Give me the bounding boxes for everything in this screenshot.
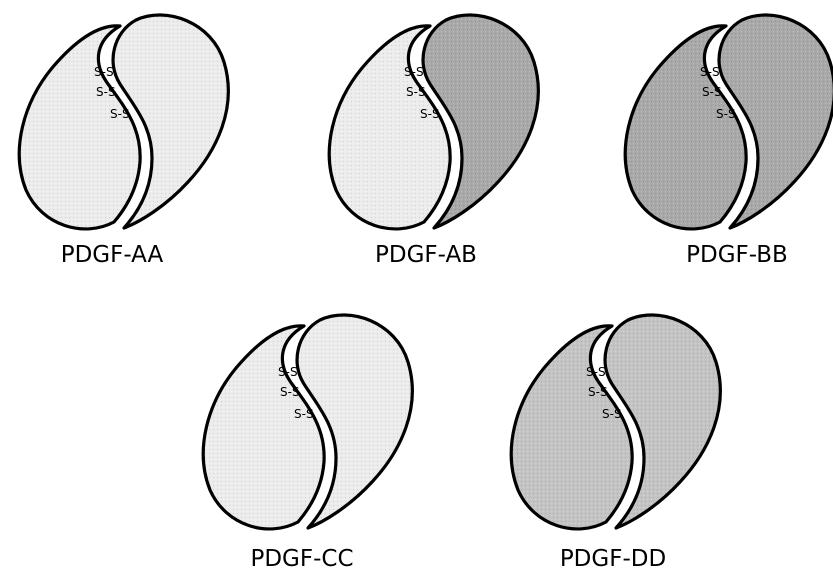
disulfide-bond-label: S-S: [294, 407, 314, 421]
pdgf-dimer-pdgf-dd: S-S S-S S-S: [511, 315, 720, 529]
dimer-label: PDGF-DD: [560, 546, 666, 572]
disulfide-bond-label: S-S: [702, 85, 722, 99]
dimer-label: PDGF-AB: [375, 242, 477, 268]
disulfide-bond-label: S-S: [602, 407, 622, 421]
disulfide-bond-label: S-S: [278, 365, 298, 379]
disulfide-bond-label: S-S: [716, 107, 736, 121]
disulfide-bond-label: S-S: [110, 107, 130, 121]
dimer-label: PDGF-CC: [250, 546, 353, 572]
disulfide-bond-label: S-S: [94, 65, 114, 79]
pdgf-dimer-pdgf-cc: S-S S-S S-S: [203, 315, 412, 529]
pdgf-dimer-pdgf-bb: S-S S-S S-S: [625, 15, 833, 229]
disulfide-bond-label: S-S: [96, 85, 116, 99]
disulfide-bond-label: S-S: [588, 385, 608, 399]
disulfide-bond-label: S-S: [406, 85, 426, 99]
disulfide-bond-label: S-S: [280, 385, 300, 399]
disulfide-bond-label: S-S: [420, 107, 440, 121]
dimer-label: PDGF-BB: [686, 242, 788, 268]
pdgf-dimer-pdgf-aa: S-S S-S S-S: [19, 15, 228, 229]
dimer-label: PDGF-AA: [61, 242, 164, 268]
disulfide-bond-label: S-S: [404, 65, 424, 79]
disulfide-bond-label: S-S: [700, 65, 720, 79]
pdgf-dimer-pdgf-ab: S-S S-S S-S: [329, 15, 538, 229]
disulfide-bond-label: S-S: [586, 365, 606, 379]
